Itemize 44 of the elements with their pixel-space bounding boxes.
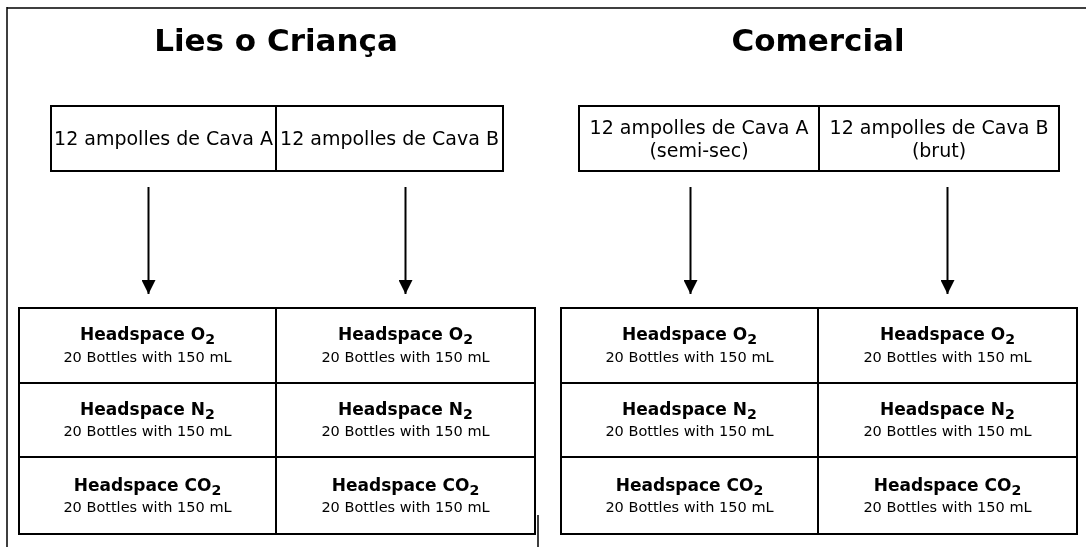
sample-box — [50, 105, 277, 172]
cell-heading: Headspace CO$_{2}$ — [615, 474, 764, 500]
arrow — [940, 186, 955, 295]
cell-text: 20 Bottles with 150 mL — [605, 499, 774, 517]
cell-text: 20 Bottles with 150 mL — [63, 348, 232, 367]
table-frame — [18, 307, 536, 535]
cell-heading: Headspace CO$_{2}$ — [331, 474, 480, 500]
box-text: 12 ampolles de Cava B (brut) — [828, 115, 1050, 162]
cell-heading: Headspace N$_{2}$ — [622, 399, 757, 424]
arrow — [683, 186, 698, 295]
cell-heading: Headspace O$_{2}$ — [80, 324, 215, 349]
cell-text: 20 Bottles with 150 mL — [63, 499, 232, 517]
cell-text: 20 Bottles with 150 mL — [321, 423, 490, 441]
section-heading: Lies o Criança — [153, 22, 399, 58]
cell-heading: Headspace CO$_{2}$ — [73, 474, 222, 500]
cell-text: 20 Bottles with 150 mL — [863, 423, 1032, 441]
table-frame — [560, 307, 1078, 535]
table-cell — [562, 383, 819, 459]
cell-text: 20 Bottles with 150 mL — [605, 423, 774, 441]
cell-text: 20 Bottles with 150 mL — [863, 499, 1032, 517]
arrow — [398, 186, 413, 295]
cell-heading: Headspace N$_{2}$ — [880, 399, 1015, 424]
sample-box — [818, 105, 1060, 172]
section-heading: Comercial — [730, 22, 906, 58]
cell-heading: Headspace N$_{2}$ — [338, 399, 473, 424]
box-text: 12 ampolles de Cava A (semi-sec) — [588, 115, 810, 162]
box-text: 12 ampolles de Cava A — [54, 127, 273, 150]
table-cell — [20, 309, 277, 384]
box-text: 12 ampolles de Cava B — [280, 127, 499, 150]
cell-text: 20 Bottles with 150 mL — [321, 499, 490, 517]
table-cell — [562, 309, 819, 384]
sample-box — [275, 105, 504, 172]
cell-heading: Headspace O$_{2}$ — [880, 324, 1015, 349]
cell-text: 20 Bottles with 150 mL — [605, 348, 774, 367]
cell-heading: Headspace O$_{2}$ — [338, 324, 473, 349]
sample-box — [578, 105, 820, 172]
table-cell — [20, 383, 277, 459]
arrow — [141, 186, 156, 295]
cell-heading: Headspace O$_{2}$ — [622, 324, 757, 349]
cell-heading: Headspace N$_{2}$ — [80, 399, 215, 424]
cell-text: 20 Bottles with 150 mL — [63, 423, 232, 441]
cell-heading: Headspace CO$_{2}$ — [873, 474, 1022, 500]
cell-text: 20 Bottles with 150 mL — [321, 348, 490, 367]
cell-text: 20 Bottles with 150 mL — [863, 348, 1032, 367]
